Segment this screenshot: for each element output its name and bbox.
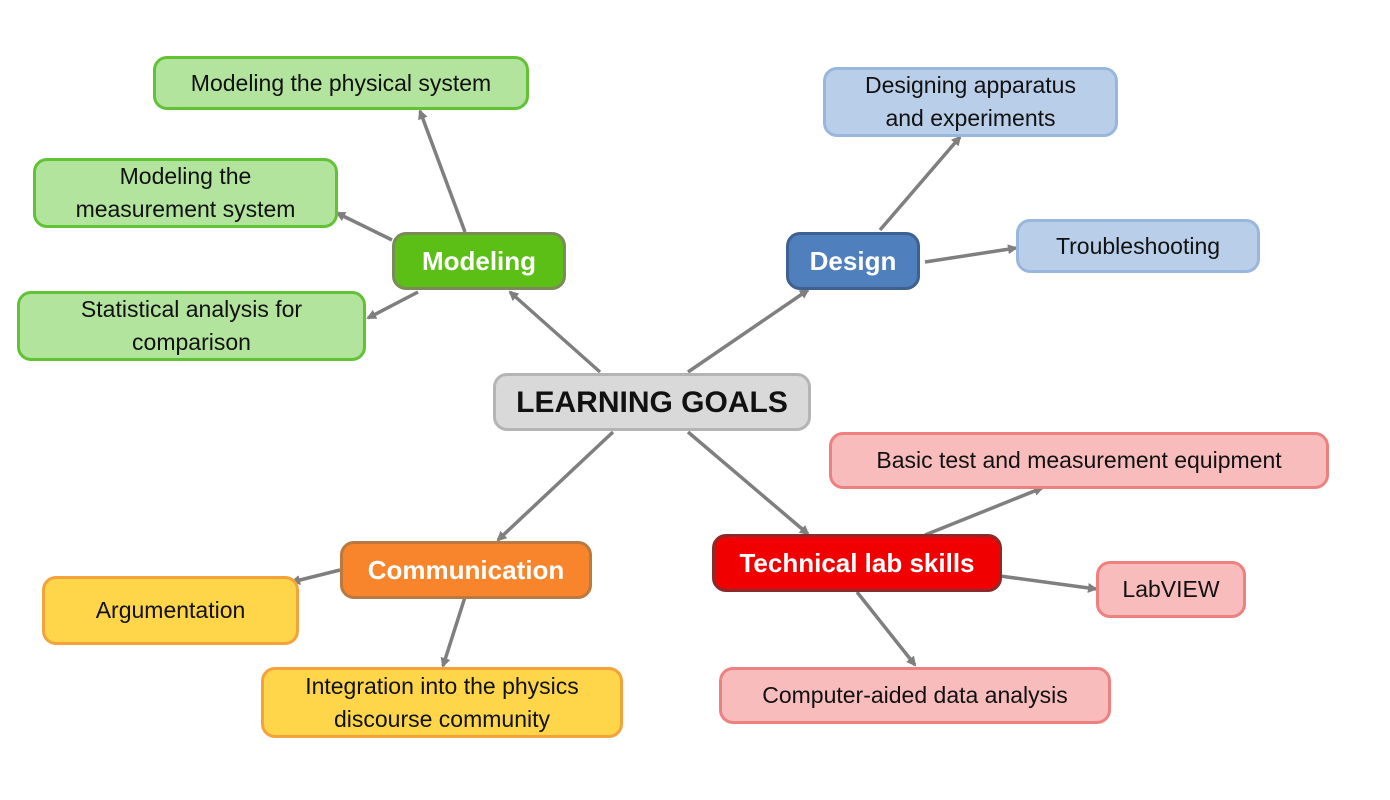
design-label: Design: [809, 245, 897, 276]
leaf-label-line-2: and experiments: [885, 105, 1056, 131]
leaf-modeling-physical-system: Modeling the physical system: [153, 56, 529, 110]
modeling-label: Modeling: [421, 245, 537, 276]
hub-node-technical-lab-skills: Technical lab skills: [712, 534, 1002, 592]
arrow-modeling-to-statistical-analysis: [366, 290, 419, 320]
leaf-label-line-2: measurement system: [75, 196, 296, 222]
leaf-modeling-statistical-analysis: Statistical analysis for comparison: [17, 291, 366, 361]
leaf-technical-labview: LabVIEW: [1096, 561, 1246, 618]
leaf-label-line-1: LabVIEW: [1122, 576, 1220, 602]
technical-label: Technical lab skills: [739, 547, 975, 578]
arrow-technical-to-data-analysis: [855, 590, 917, 667]
leaf-communication-argumentation: Argumentation: [42, 576, 299, 645]
leaf-label-line-1: Statistical analysis for: [80, 296, 303, 322]
arrow-communication-to-argumentation: [290, 568, 341, 585]
leaf-label-line-1: Modeling the: [119, 163, 252, 189]
arrow-modeling-to-physical-system: [418, 109, 467, 233]
leaf-modeling-measurement-system: Modeling the measurement system: [33, 158, 338, 228]
arrow-design-to-troubleshooting: [924, 244, 1018, 264]
leaf-label-line-1: Argumentation: [95, 597, 246, 623]
root-label: LEARNING GOALS: [516, 385, 788, 419]
leaf-label-line-1: Modeling the physical system: [190, 69, 492, 96]
arrow-root-to-design: [687, 288, 810, 374]
leaf-design-apparatus: Designing apparatus and experiments: [823, 67, 1118, 137]
arrow-communication-to-integration: [440, 596, 467, 668]
leaf-label-line-1: Integration into the physics: [305, 672, 579, 699]
leaf-communication-integration: Integration into the physics discourse c…: [261, 667, 623, 738]
arrow-modeling-to-measurement-system: [335, 211, 393, 242]
hub-node-communication: Communication: [340, 541, 592, 599]
leaf-design-troubleshooting: Troubleshooting: [1016, 219, 1260, 273]
root-node-learning-goals: LEARNING GOALS: [493, 373, 811, 431]
arrow-root-to-technical: [686, 430, 810, 536]
leaf-label-line-1: Designing apparatus: [865, 72, 1076, 98]
leaf-label-line-1: Computer-aided data analysis: [762, 682, 1068, 708]
leaf-technical-basic-equipment: Basic test and measurement equipment: [829, 432, 1329, 489]
leaf-label-line-1: Basic test and measurement equipment: [876, 447, 1282, 473]
hub-node-design: Design: [786, 232, 920, 290]
leaf-label-line-2: comparison: [132, 329, 251, 355]
arrow-root-to-modeling: [508, 290, 602, 374]
arrow-technical-to-labview: [999, 574, 1098, 593]
communication-label: Communication: [367, 554, 565, 585]
leaf-label-line-2: discourse community: [333, 705, 551, 732]
arrow-design-to-apparatus: [878, 135, 962, 232]
arrow-technical-to-basic-equipment: [924, 486, 1044, 537]
arrow-root-to-communication: [496, 430, 615, 542]
leaf-label-line-1: Troubleshooting: [1055, 232, 1221, 259]
hub-node-modeling: Modeling: [392, 232, 566, 290]
leaf-technical-data-analysis: Computer-aided data analysis: [719, 667, 1111, 724]
